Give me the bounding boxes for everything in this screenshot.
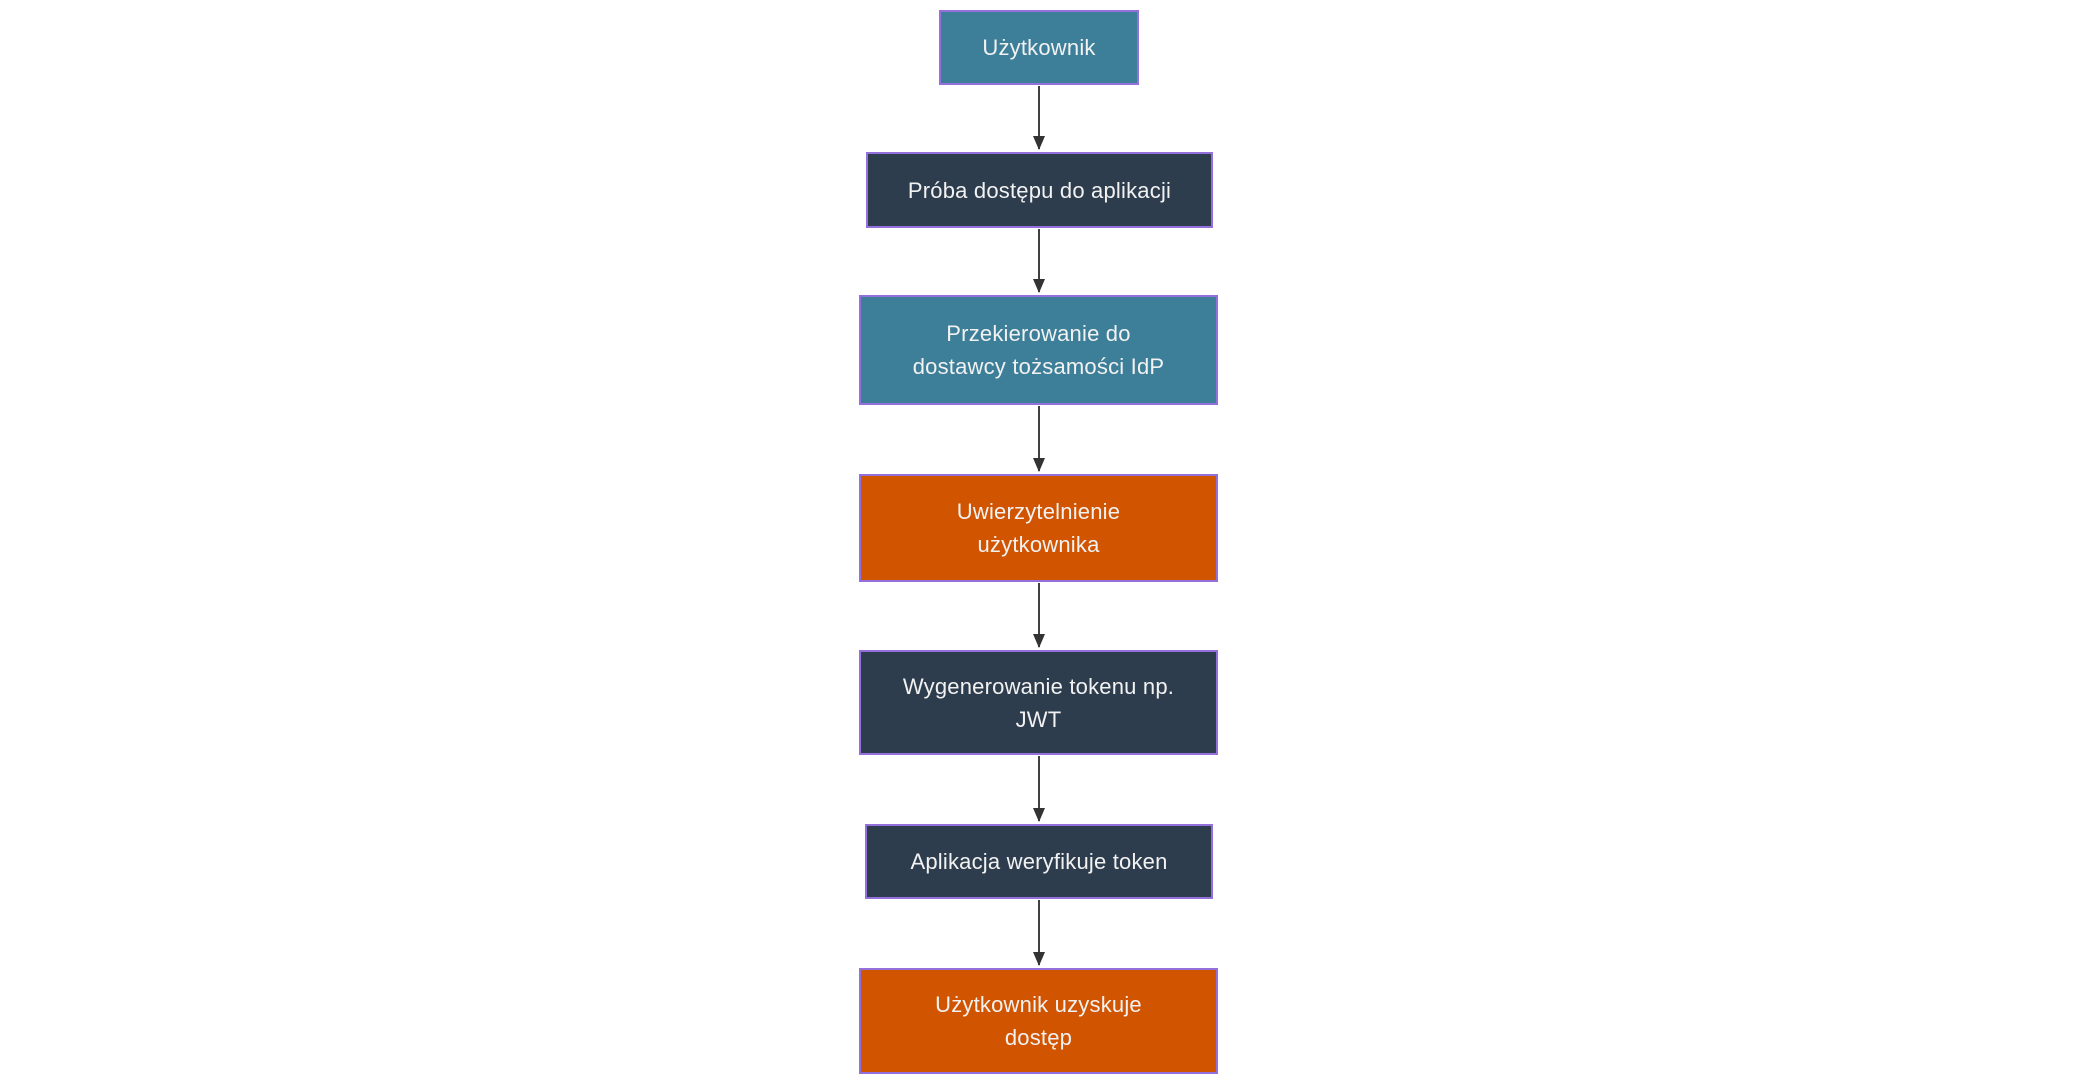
node-user: Użytkownik	[939, 10, 1139, 85]
node-token-verification: Aplikacja weryfikuje token	[865, 824, 1213, 899]
node-access-attempt: Próba dostępu do aplikacji	[866, 152, 1213, 228]
node-label-line2: użytkownika	[977, 532, 1100, 557]
node-label-line1: Użytkownik uzyskuje	[935, 992, 1142, 1017]
node-redirect-idp: Przekierowanie do dostawcy tożsamości Id…	[859, 295, 1218, 405]
node-token-generation: Wygenerowanie tokenu np. JWT	[859, 650, 1218, 755]
node-label-line1: Wygenerowanie tokenu np.	[902, 673, 1175, 699]
node-label: Próba dostępu do aplikacji	[907, 177, 1172, 203]
node-authentication: Uwierzytelnienie użytkownika	[859, 474, 1218, 582]
node-label: Aplikacja weryfikuje token	[910, 849, 1168, 874]
node-label-line1: Przekierowanie do	[946, 321, 1131, 346]
node-label: Użytkownik	[982, 35, 1096, 60]
node-label-line1: Uwierzytelnienie	[956, 499, 1121, 524]
node-label-line2: dostawcy tożsamości IdP	[912, 354, 1165, 379]
node-label-line2: dostęp	[1004, 1025, 1073, 1050]
node-access-granted: Użytkownik uzyskuje dostęp	[859, 968, 1218, 1074]
node-label-line2: JWT	[1015, 706, 1062, 732]
